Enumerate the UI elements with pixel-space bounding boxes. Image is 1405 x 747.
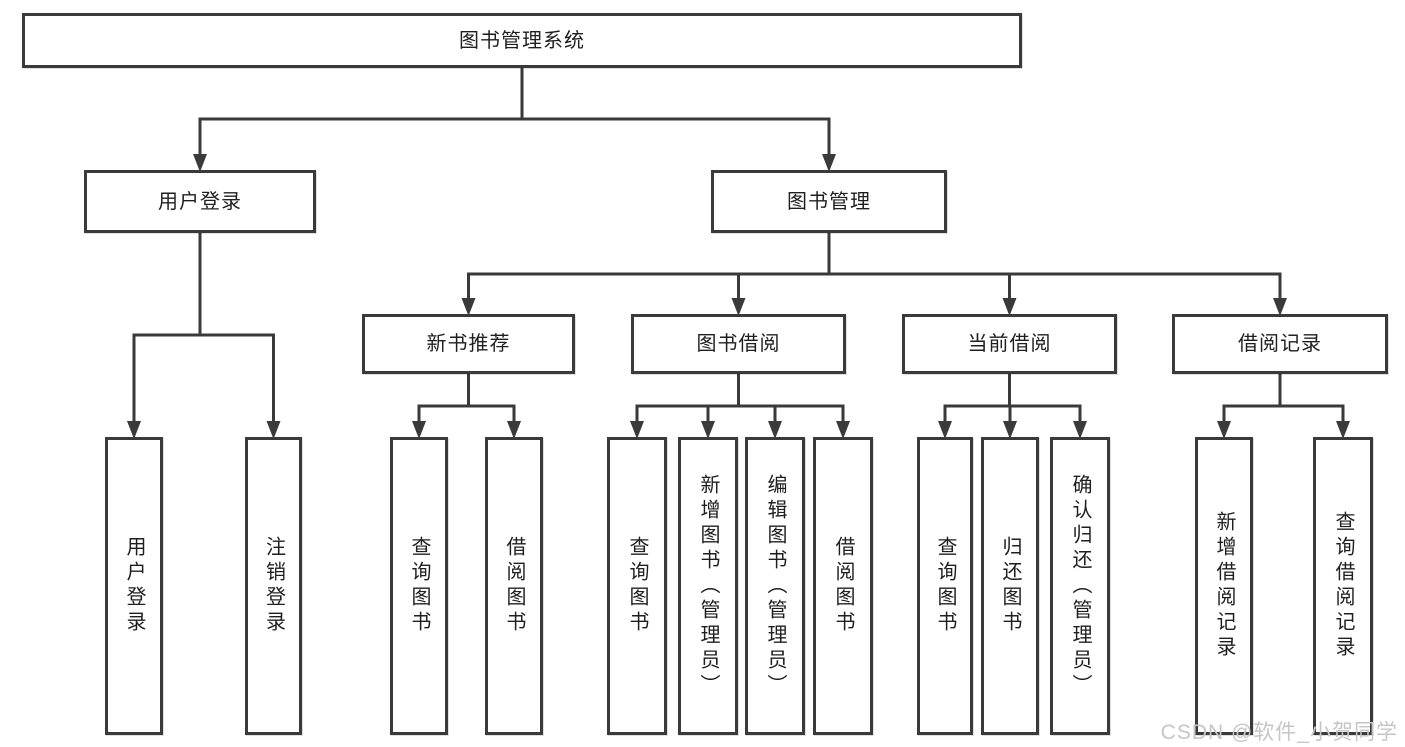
node-bb-add: 新增图书（管理员） (678, 437, 738, 735)
node-book-mgmt-label: 图书管理 (787, 190, 871, 213)
edge-arrowhead-bb-query (630, 421, 644, 439)
node-cur-borrow-label: 当前借阅 (967, 333, 1052, 355)
node-ul-logout: 注销登录 (245, 437, 302, 735)
node-cb-confirm-label: 确认归还（管理员） (1069, 473, 1091, 699)
node-cb-confirm: 确认归还（管理员） (1050, 437, 1110, 735)
node-borrow-rec: 借阅记录 (1172, 314, 1388, 374)
node-bb-borrow-label: 借阅图书 (832, 536, 854, 636)
edge-arrowhead-cb-return (1003, 421, 1017, 439)
node-cb-query: 查询图书 (917, 437, 973, 735)
node-book-borrow-label: 图书借阅 (696, 333, 781, 355)
edge-arrowhead-book-mgmt (822, 154, 836, 172)
node-bb-borrow: 借阅图书 (813, 437, 873, 735)
node-cb-return: 归还图书 (981, 437, 1039, 735)
node-br-query-label: 查询借阅记录 (1332, 511, 1354, 661)
node-br-query: 查询借阅记录 (1313, 437, 1373, 735)
edge-arrowhead-book-borrow (731, 298, 746, 316)
node-bb-query: 查询图书 (607, 437, 667, 735)
edge-arrowhead-user-login (193, 154, 207, 172)
node-new-rec: 新书推荐 (362, 314, 575, 374)
node-book-mgmt: 图书管理 (711, 170, 947, 233)
node-new-rec-label: 新书推荐 (426, 333, 511, 355)
node-ul-logout-label: 注销登录 (262, 536, 285, 636)
node-ul-login-label: 用户登录 (123, 536, 145, 636)
node-bb-query-label: 查询图书 (626, 536, 648, 636)
node-root: 图书管理系统 (22, 13, 1022, 68)
edge-arrowhead-ul-logout (266, 421, 281, 439)
edge-arrowhead-nr-query (412, 421, 426, 439)
edge-arrowhead-ul-login (127, 421, 141, 439)
node-br-add: 新增借阅记录 (1195, 437, 1253, 735)
node-user-login-label: 用户登录 (158, 190, 242, 213)
node-bb-edit: 编辑图书（管理员） (745, 437, 805, 735)
node-br-add-label: 新增借阅记录 (1213, 511, 1235, 661)
edge-arrowhead-nr-borrow (507, 421, 521, 439)
edge-arrowhead-bb-borrow (836, 421, 850, 439)
node-root-label: 图书管理系统 (459, 29, 585, 52)
node-cur-borrow: 当前借阅 (902, 314, 1117, 374)
node-cb-query-label: 查询图书 (934, 536, 956, 636)
edge-arrowhead-cb-query (938, 421, 952, 439)
watermark-text: CSDN @软件_小贺同学 (1160, 721, 1398, 744)
edge-arrowhead-bb-add (701, 421, 715, 439)
edge-arrowhead-br-add (1217, 421, 1231, 439)
edge-arrowhead-bb-edit (768, 421, 782, 439)
edge-arrowhead-borrow-rec (1273, 298, 1287, 316)
node-nr-borrow: 借阅图书 (485, 437, 543, 735)
node-user-login: 用户登录 (84, 170, 316, 233)
node-bb-add-label: 新增图书（管理员） (697, 473, 719, 699)
node-ul-login: 用户登录 (105, 437, 163, 735)
edge-arrowhead-new-rec (461, 298, 476, 316)
edge-arrowhead-cur-borrow (1002, 298, 1017, 316)
node-bb-edit-label: 编辑图书（管理员） (764, 473, 786, 699)
edge-arrowhead-cb-confirm (1073, 421, 1087, 439)
node-borrow-rec-label: 借阅记录 (1238, 333, 1322, 355)
node-nr-query: 查询图书 (390, 437, 448, 735)
node-cb-return-label: 归还图书 (999, 536, 1021, 636)
node-nr-query-label: 查询图书 (408, 536, 430, 636)
node-book-borrow: 图书借阅 (631, 314, 846, 374)
edge-arrowhead-br-query (1336, 421, 1350, 439)
node-nr-borrow-label: 借阅图书 (503, 536, 525, 636)
